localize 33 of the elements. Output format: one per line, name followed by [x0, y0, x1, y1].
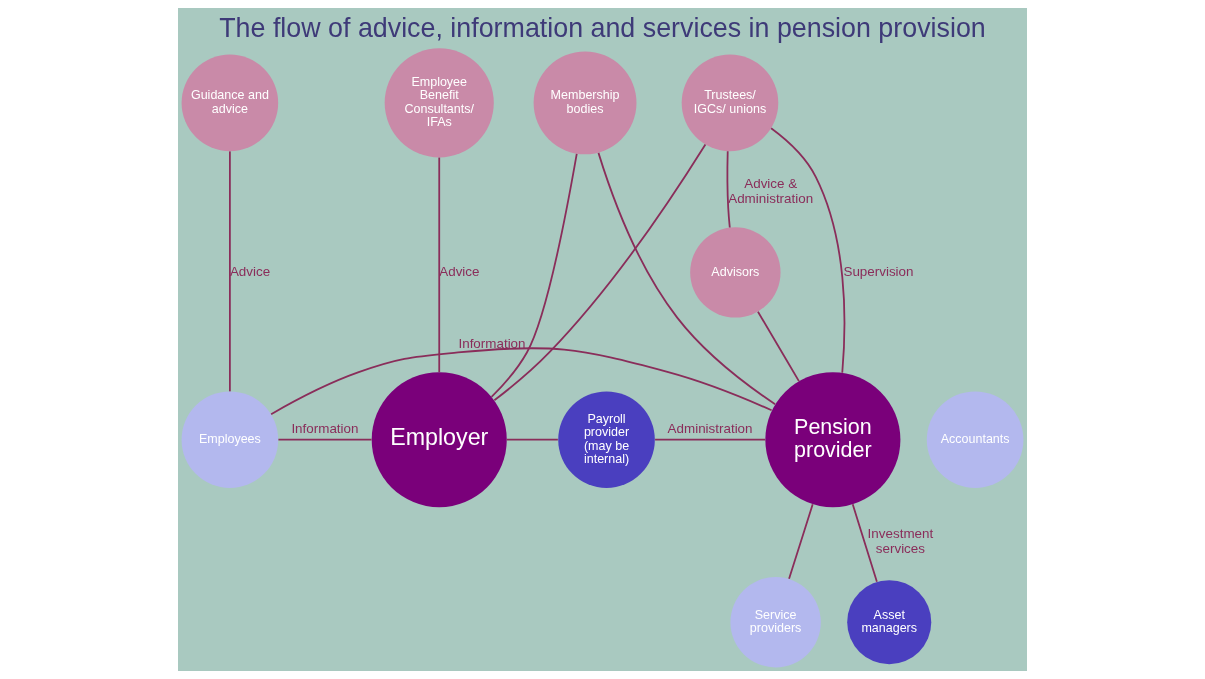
connector [788, 503, 814, 580]
node-circle: Asset managers [847, 580, 932, 665]
node-circle: Guidance and advice [181, 54, 279, 152]
edge-label: Investment services [867, 525, 934, 556]
connector [654, 438, 766, 441]
edge-label: Supervision [843, 263, 914, 279]
node-circle: Service providers [730, 577, 821, 668]
node-circle: Employer [371, 372, 507, 508]
connector [493, 143, 707, 402]
connector [851, 503, 878, 583]
node-circle: Membership bodies [533, 51, 637, 155]
connector [229, 150, 231, 393]
node-circle: Trustees/ IGCs/ unions [681, 54, 779, 152]
edge-label: Administration [667, 420, 753, 436]
node-circle: Accountants [926, 391, 1024, 488]
edge-label: Information [458, 336, 526, 351]
connector [277, 438, 373, 441]
diagram-title: The flow of advice, information and services in pension provision [219, 12, 986, 43]
edge-label: Information [291, 420, 359, 436]
node-circle: Payroll provider (may be internal) [558, 391, 655, 488]
connector [597, 151, 777, 406]
node-circle: Employee Benefit Consultants/ IFAs [384, 48, 494, 158]
node-circle: Employees [181, 391, 279, 488]
connector [770, 127, 846, 374]
node-circle: Advisors [690, 227, 781, 318]
connector [490, 153, 578, 398]
node-circle: Pension provider [765, 372, 901, 508]
connector [726, 150, 731, 229]
connector [757, 310, 800, 383]
connector [270, 347, 773, 416]
connector [438, 156, 441, 374]
connector [505, 438, 559, 441]
edge-label: Advice [439, 263, 480, 279]
